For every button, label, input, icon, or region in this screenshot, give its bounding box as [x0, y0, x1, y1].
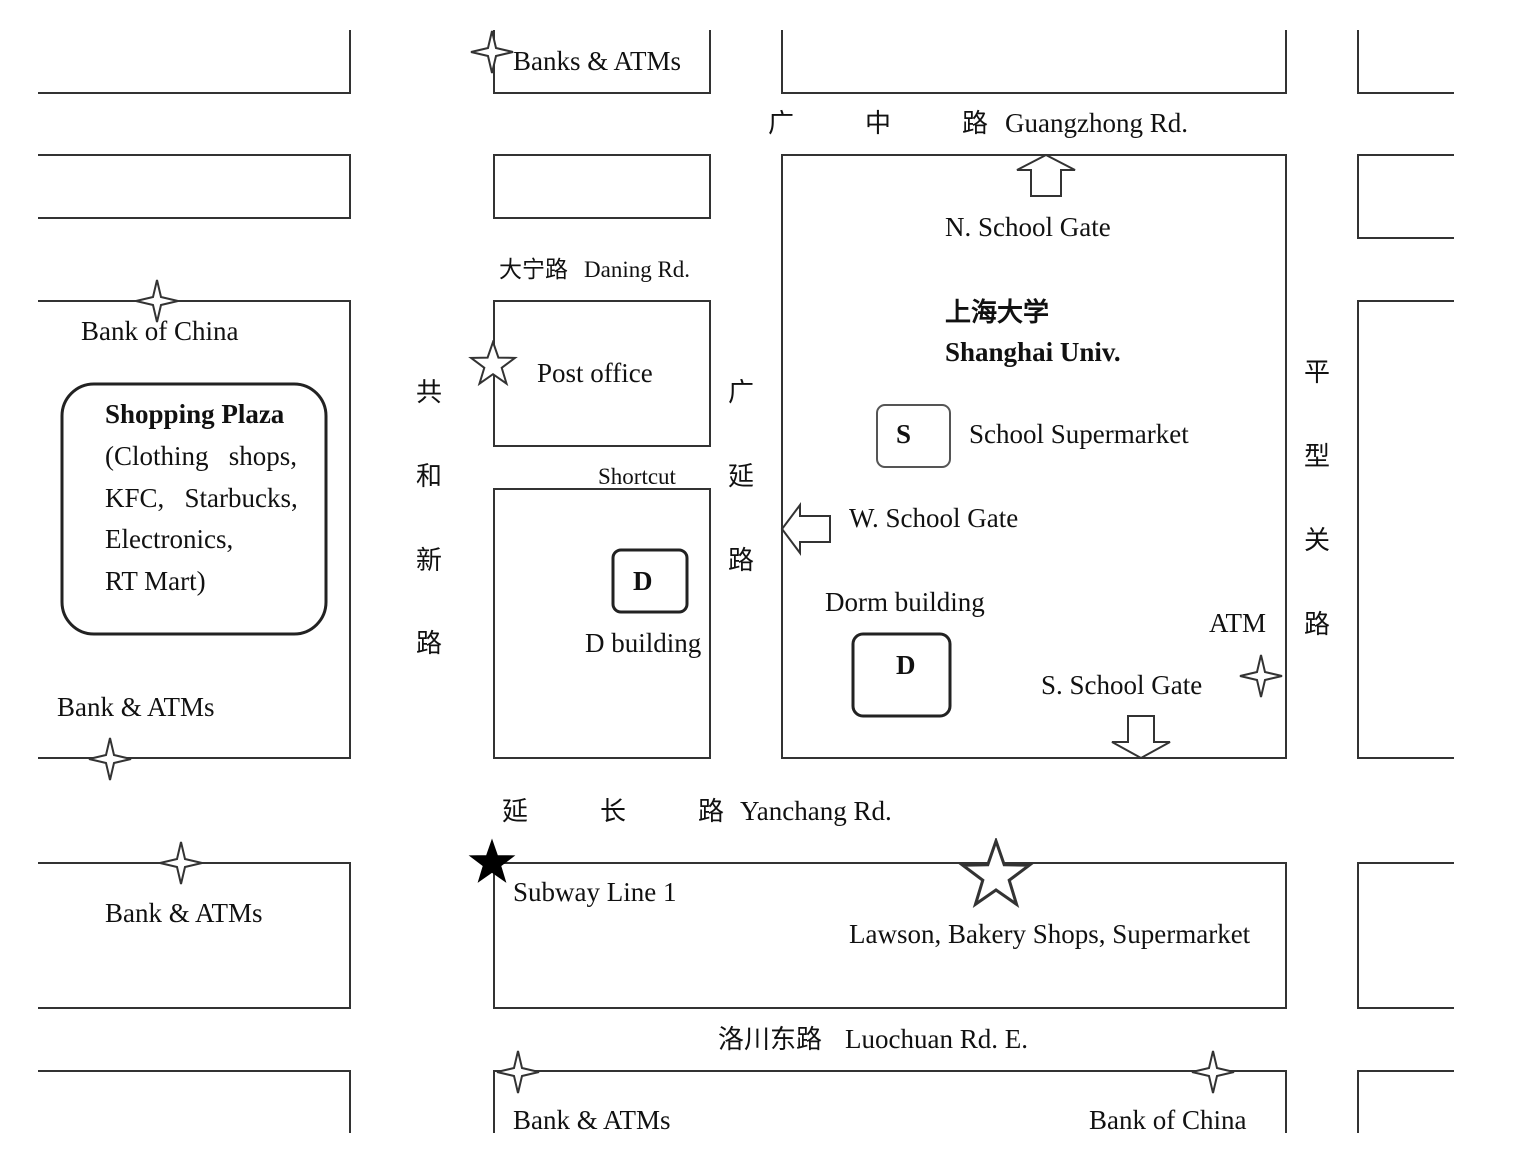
pingxingguan-rd-cn-4: 路 [1304, 610, 1330, 640]
yanchang-rd-cn-1: 延 [502, 797, 528, 827]
bank-atms-bottom-star-icon [496, 1050, 540, 1094]
guangyan-rd-cn-2: 延 [728, 462, 754, 492]
d-building-marker [611, 548, 689, 614]
bank-of-china-bottom-star-icon [1191, 1050, 1235, 1094]
block-shanghai-univ [781, 154, 1287, 759]
w-school-gate-arrow-icon [780, 502, 831, 556]
bank-atms-left-lower-label: Bank & ATMs [105, 898, 263, 928]
gonghexin-rd-cn-2: 和 [416, 462, 442, 492]
gonghexin-rd-cn-4: 路 [416, 629, 442, 659]
block-left-1 [38, 30, 351, 94]
block-left-3 [38, 300, 351, 759]
daning-rd-en: Daning Rd. [584, 257, 690, 282]
bank-of-china-left-label: Bank of China [81, 316, 238, 346]
pingxingguan-rd-cn-1: 平 [1304, 358, 1330, 388]
n-school-gate-arrow-icon [1016, 153, 1076, 197]
dorm-building-marker-letter: D [896, 650, 916, 680]
shopping-plaza-line-4: RT Mart) [105, 566, 206, 596]
shopping-plaza-title: Shopping Plaza [105, 399, 285, 429]
guangzhong-rd-cn-3: 路 [962, 109, 988, 139]
gonghexin-rd-cn-3: 新 [416, 546, 442, 576]
pingxingguan-rd-cn-2: 型 [1304, 442, 1330, 472]
post-office-label: Post office [537, 358, 653, 388]
luochuan-rd-cn: 洛川东路 [718, 1025, 822, 1055]
dorm-building-label: Dorm building [825, 587, 985, 617]
yanchang-rd-cn-2: 长 [600, 797, 626, 827]
guangyan-rd-cn-1: 广 [728, 378, 754, 408]
lawson-star-icon [960, 839, 1032, 907]
shopping-plaza-line-3: Electronics, [105, 524, 233, 554]
block-right-2 [1357, 154, 1454, 239]
block-d-building [493, 488, 711, 759]
s-school-gate-arrow-icon [1111, 715, 1171, 760]
yanchang-rd-cn-3: 路 [698, 797, 724, 827]
guangzhong-rd-en: Guangzhong Rd. [1005, 108, 1188, 138]
school-supermarket-label: School Supermarket [969, 419, 1189, 449]
block-subway [493, 862, 1287, 1009]
block-right-5 [1357, 1070, 1454, 1133]
atm-label: ATM [1209, 608, 1266, 638]
atm-star-icon [1239, 654, 1283, 698]
w-school-gate-label: W. School Gate [849, 503, 1018, 533]
d-building-label: D building [585, 628, 701, 658]
block-mid-2 [493, 154, 711, 219]
block-right-4 [1357, 862, 1454, 1009]
block-right-1 [1357, 30, 1454, 94]
school-supermarket-marker [876, 404, 951, 468]
bank-atms-left-star-icon [88, 737, 132, 781]
gonghexin-rd-cn-1: 共 [416, 378, 442, 408]
shopping-plaza-box [60, 382, 328, 636]
guangzhong-rd-cn-1: 广 [768, 109, 794, 139]
daning-rd-cn: 大宁路 [499, 257, 568, 283]
block-left-4 [38, 862, 351, 1009]
bank-of-china-bottom-label: Bank of China [1089, 1105, 1246, 1135]
shopping-plaza-line-2: KFC, Starbucks, [105, 483, 298, 513]
block-left-5 [38, 1070, 351, 1133]
lawson-label: Lawson, Bakery Shops, Supermarket [849, 919, 1251, 949]
shanghai-univ-cn: 上海大学 [945, 297, 1049, 328]
shopping-plaza-line-1: (Clothing shops, [105, 441, 297, 471]
subway-star-icon [469, 839, 515, 883]
school-supermarket-marker-letter: S [896, 419, 911, 449]
block-bottom-mid [493, 1070, 1287, 1133]
s-school-gate-label: S. School Gate [1041, 670, 1202, 700]
pingxingguan-rd-cn-3: 关 [1304, 526, 1330, 556]
dorm-building-marker [851, 632, 952, 718]
guangzhong-rd-cn-2: 中 [865, 109, 891, 139]
subway-label: Subway Line 1 [513, 877, 676, 907]
banks-atms-top-star-icon [470, 30, 514, 74]
block-top-right [781, 30, 1287, 94]
d-building-marker-letter: D [633, 566, 653, 596]
bank-atms-left-lower-star-icon [159, 841, 203, 885]
banks-atms-top-label: Banks & ATMs [513, 46, 681, 76]
bank-atms-bottom-label: Bank & ATMs [513, 1105, 671, 1135]
shortcut-label: Shortcut [598, 464, 677, 489]
block-left-2 [38, 154, 351, 219]
yanchang-rd-en: Yanchang Rd. [740, 796, 892, 826]
n-school-gate-label: N. School Gate [945, 212, 1111, 242]
block-right-3 [1357, 300, 1454, 759]
bank-atms-left-label: Bank & ATMs [57, 692, 215, 722]
shanghai-univ-en: Shanghai Univ. [945, 337, 1121, 367]
luochuan-rd-en: Luochuan Rd. E. [845, 1024, 1028, 1054]
guangyan-rd-cn-3: 路 [728, 546, 754, 576]
